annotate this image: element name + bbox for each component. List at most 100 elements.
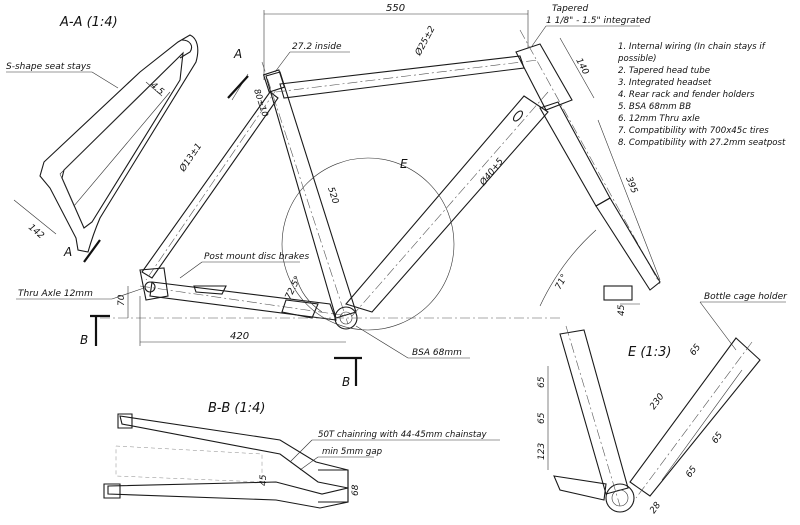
chainstay-upper-section (119, 415, 349, 489)
stay-offset-label: 4.5 (148, 81, 166, 98)
chainring-leader (289, 439, 313, 463)
seat-stays-leader-tail (91, 71, 119, 89)
bsa-callout: BSA 68mm (412, 348, 462, 358)
rear-dropout-upper-section (117, 413, 133, 429)
seat-tube-top-collar (262, 69, 286, 93)
bsa-leader (355, 325, 409, 359)
section-bb-view: B-B (1:4) 50T chainring with 44-45mm cha… (103, 401, 500, 509)
detail-e-view: E (1:3) Bottle cage holder 65 65 123 230… (537, 292, 788, 516)
seatpost-inside-leader (274, 51, 291, 73)
detail-bb-bore (611, 489, 629, 507)
tapered-callout: Tapered (552, 4, 589, 14)
head-tube (515, 43, 573, 111)
seat-stay-diameter: Ø13±1 (177, 141, 204, 174)
detail-65-e-label: 65 (684, 464, 699, 479)
detail-down-dim-line (661, 369, 743, 481)
down-tube (345, 95, 549, 313)
chainring-callout: 50T chainring with 44-45mm chainstay (318, 430, 488, 440)
chainstay-centerline (139, 285, 349, 317)
seat-stay-inner-profile (61, 51, 184, 229)
seat-stay-centerline (145, 89, 277, 281)
section-a-arrow-top (227, 75, 249, 99)
head-tube-dim-line (559, 37, 595, 99)
stay-offset-dimension (145, 81, 163, 97)
thru-axle-leader (111, 287, 145, 300)
down-tube-diameter: Ø40+5 (477, 156, 506, 189)
chainstay-lower-section (107, 481, 349, 509)
fork-offset-label: 45 (617, 304, 627, 316)
note-item: 4. Rear rack and fender holders (618, 90, 755, 100)
detail-down-tube (629, 337, 761, 497)
top-length-label: 550 (386, 3, 405, 14)
section-a-arrow-bottom (83, 239, 101, 263)
fork-steerer (539, 101, 611, 207)
frame-side-view: 550 Tapered 1 1/8" - 1.5" integrated 27.… (16, 3, 661, 389)
stay-width-dimension (13, 199, 57, 235)
detail-e-title: E (1:3) (628, 345, 671, 360)
gap-callout: min 5mm gap (322, 447, 383, 457)
head-tube-axis (519, 29, 661, 285)
detail-123-label: 123 (537, 443, 547, 460)
chainstay-bridge (281, 299, 319, 319)
note-item: 5. BSA 68mm BB (618, 102, 692, 112)
frame-seat-stay (141, 91, 279, 279)
note-item: 6. 12mm Thru axle (618, 114, 700, 124)
note-item: 3. Integrated headset (618, 78, 712, 88)
bb-drop-label: 70 (117, 294, 127, 306)
bb-section-45-label: 45 (259, 474, 269, 486)
head-angle-arc (539, 229, 597, 307)
fork-length-dim (597, 119, 661, 281)
section-b-label-left: B (80, 333, 88, 347)
tire-clearance-zone (115, 445, 263, 483)
thru-axle-callout: Thru Axle 12mm (18, 289, 93, 299)
seat-tube (265, 71, 357, 319)
detail-e-circle (281, 157, 455, 331)
section-bb-title: B-B (1:4) (208, 401, 266, 416)
bottle-cage-callout: Bottle cage holder (704, 292, 788, 302)
detail-65-c-label: 65 (688, 342, 703, 357)
detail-seat-tube (559, 329, 629, 495)
head-tube-spec-callout: 1 1/8" - 1.5" integrated (546, 16, 651, 26)
section-aa-view: A-A (1:4) A A 142 4.5 S-shape seat stays (6, 15, 249, 263)
note-item: 2. Tapered head tube (618, 66, 711, 76)
fork-length-label: 395 (623, 175, 639, 195)
head-tube-spec-leader (531, 25, 547, 47)
head-angle-label: 71° (554, 273, 570, 292)
bb-section-68-label: 68 (351, 484, 361, 496)
fork-blade (595, 197, 661, 291)
seat-angle-arc (295, 275, 323, 313)
cable-port (512, 110, 524, 122)
top-tube (279, 55, 525, 99)
fork-dropout (603, 285, 633, 301)
top-tube-centerline (275, 59, 539, 93)
detail-65-a-label: 65 (537, 376, 547, 388)
note-item: 8. Compatibility with 27.2mm seatpost (618, 138, 786, 148)
top-tube-diameter: Ø25±2 (412, 24, 437, 58)
seat-tube-length-label: 520 (325, 186, 340, 206)
disc-brake-mount (193, 285, 227, 295)
seat-stays-callout: S-shape seat stays (6, 62, 91, 72)
chainstay (149, 281, 337, 321)
head-tube-label: 140 (573, 57, 590, 77)
section-a-label-bottom: A (63, 245, 72, 259)
bottle-cage-leader (699, 301, 737, 351)
down-tube-centerline (351, 91, 549, 317)
seatpost-inside-callout: 27.2 inside (292, 42, 342, 52)
seat-tube-centerline (261, 61, 349, 325)
detail-65-d-label: 65 (710, 430, 725, 445)
detail-seat-tube-axis (565, 325, 621, 507)
detail-230-label: 230 (648, 392, 666, 412)
rear-dropout (139, 267, 169, 301)
seat-stay-outer-profile (39, 34, 199, 253)
section-b-label-bottom: B (342, 375, 350, 389)
disc-brakes-leader (179, 261, 203, 279)
seat-stay-window (59, 75, 171, 207)
stay-width-label: 142 (26, 223, 46, 242)
detail-28-label: 28 (648, 500, 663, 515)
seat-stay-eye (179, 39, 193, 59)
detail-bb-shell (605, 483, 635, 513)
detail-chainstay-stub (553, 475, 607, 501)
detail-down-tube-axis (635, 341, 753, 499)
section-aa-title: A-A (1:4) (59, 15, 118, 30)
